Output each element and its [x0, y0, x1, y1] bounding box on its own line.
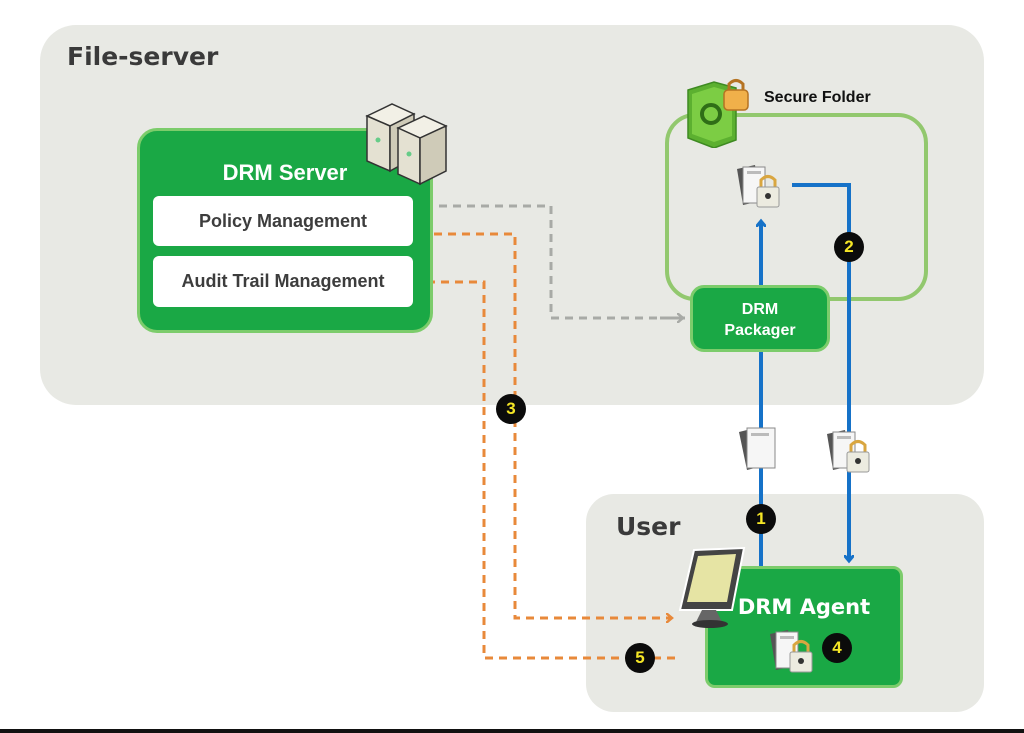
secure-folder-label: Secure Folder: [764, 89, 871, 106]
audit-trail-management-module: Audit Trail Management: [153, 256, 413, 307]
orange-flow-step-5: [420, 282, 675, 660]
user-title: User: [616, 512, 681, 541]
monitor-icon: [678, 546, 746, 628]
drm-packager-line2: Packager: [724, 322, 796, 339]
locked-document-icon: [827, 430, 870, 473]
orange-flow-step-3: [420, 232, 672, 618]
gray-flow-policy-packager: [420, 206, 685, 320]
step-badge-2: 2: [834, 232, 864, 262]
step-badge-3: 3: [496, 394, 526, 424]
document-icon: [739, 427, 776, 470]
step-badge-1: 1: [746, 504, 776, 534]
locked-document-icon: [770, 630, 813, 673]
step-badge-4: 4: [822, 633, 852, 663]
drm-agent-title: DRM Agent: [737, 595, 871, 619]
file-server-title: File-server: [67, 42, 219, 71]
secure-folder-icon: [687, 79, 749, 148]
server-icon: [365, 103, 448, 186]
locked-document-icon: [737, 165, 780, 208]
drm-packager-line1: DRM: [741, 301, 779, 318]
drm-server-title: DRM Server: [222, 160, 348, 185]
bottom-border: [0, 729, 1024, 733]
drm-packager-box: DRM Packager: [690, 285, 830, 352]
step-badge-5: 5: [625, 643, 655, 673]
policy-management-module: Policy Management: [153, 196, 413, 246]
